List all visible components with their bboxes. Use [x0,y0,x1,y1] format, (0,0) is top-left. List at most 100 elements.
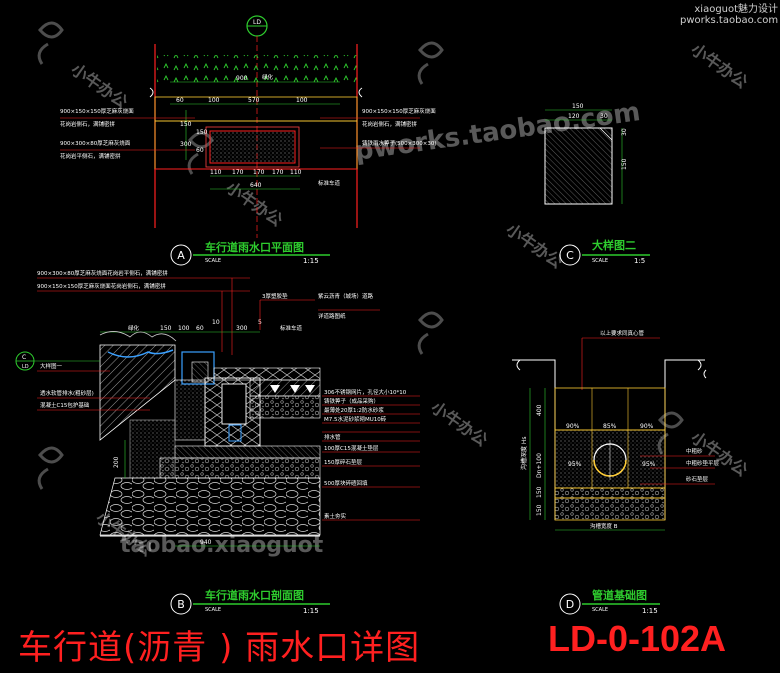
shop-watermark: xiaoguot魅力设计 pworks.taobao.com [680,4,778,26]
watermark-cn-2: 小牛办公 [688,40,751,92]
drawing-code: LD-0-102A [548,618,727,659]
detail-d-scale-label: SCALE [592,607,608,613]
detail-d-pct-3: 90% [640,423,654,430]
watermark-cn-4: 小牛办公 [428,398,491,450]
plan-a-dim-b2: 170 [232,169,244,176]
section-b-note-r12: 素土夯实 [324,512,347,520]
plan-a-note-left-2: 花岗岩侧石，满铺密拼 [60,120,116,128]
detail-c-title: 大样图二 [592,238,636,252]
plan-a-note-left-1: 900×150×150厚芝麻灰烧面 [60,107,134,115]
detail-d-letter: D [566,598,574,611]
plan-a-dim-100a: 100 [208,97,220,104]
section-b-note-r1: 3厚塑胶垫 [262,292,288,300]
plan-a-dim-side-300: 300 [180,141,192,148]
detail-c-dim-30: 30 [600,113,608,120]
section-b-note-r10: 150厚碎石垫层 [324,458,362,466]
section-b-note-r6: 最薄处20厚1:2防水砂浆 [324,406,384,414]
plan-a-scale-label: SCALE [205,258,221,264]
section-b-note-r8: 排水管 [324,433,341,441]
section-b-left-note-3: 混凝土C15包护基础 [40,401,90,409]
watermark-url2: taobao.xiaoguot [120,533,324,558]
section-b-dim-100: 100 [178,325,190,332]
shop-watermark-line2: pworks.taobao.com [680,15,779,26]
detail-d-dim-150a: 150 [536,486,543,498]
detail-d-top-note: 以上要求同真心管 [600,329,645,337]
detail-c-dim-150: 150 [572,103,584,110]
section-b-letter: B [177,598,185,611]
detail-c-letter: C [566,249,574,262]
detail-c-dim-side2: 30 [621,128,628,136]
plan-a-note-right-2: 花岗岩侧石，满铺密拼 [362,120,418,128]
detail-d-dim-left2: Dn+100 [536,453,543,478]
plan-a-dim-100b: 100 [296,97,308,104]
plan-a: LD 900 绿化 60 100 570 100 150 300 150 60 … [60,15,437,266]
section-b-note-r4: 306不锈钢网片，孔径大小10*10 [324,388,407,396]
plan-a-dim-60: 60 [176,97,184,104]
detail-c-scale-label: SCALE [592,258,608,264]
plan-a-dim-640: 640 [250,182,262,189]
section-b-title: 车行道雨水口剖面图 [205,588,304,602]
north-marker-label: LD [253,19,261,26]
section-b-top-note-1: 900×300×80厚芝麻灰烧面花岗岩平侧石，满铺密拼 [37,269,168,277]
detail-d-pct-1: 90% [566,423,580,430]
detail-c-dim-side: 150 [621,158,628,170]
section-b-note-r2: 紫云沥青（城场）道路 [318,292,374,300]
section-b-callout-sub: LD [22,364,29,370]
detail-d-note-1: 中粗砂 [686,447,703,455]
plan-a-note-road: 标准车道 [318,179,341,187]
detail-d-dim-150b: 150 [536,504,543,516]
plan-a-note-right-3: 铸铁雨水箅子(500×300×30) [362,139,437,147]
plan-a-note-green: 绿化 [262,73,274,81]
watermark-cn-3: 小牛办公 [503,220,566,272]
detail-d-dim-bottom: 沟槽宽度 B [590,522,618,530]
detail-d: 以上要求同真心管 90% 85% 90% 95% 95% 沟槽深度 Hs Dn+… [512,329,720,615]
watermark-cn-1: 小牛办公 [68,60,131,112]
section-b-note-r7: M7.5水泥砂浆砌MU10砖 [324,415,387,423]
detail-c-dim-120: 120 [568,113,580,120]
plan-a-dim-b4: 170 [272,169,284,176]
section-b-note-r9: 100厚C15混凝土垫层 [324,444,379,452]
detail-d-note-3: 砂石垫层 [686,475,709,483]
shop-watermark-line1: xiaoguot魅力设计 [694,4,779,15]
plan-a-dim-b1: 110 [210,169,222,176]
plan-a-dim-side-150: 150 [180,121,192,128]
plan-a-dim-570: 570 [248,97,260,104]
detail-d-title: 管道基础图 [592,588,647,602]
section-b-dim-10: 10 [212,319,220,326]
section-b-dim-60: 60 [196,325,204,332]
detail-d-pct-5: 95% [642,461,656,468]
section-b-note-r5: 铸铁箅子（成品采购） [324,397,379,405]
section-b-callout: C [22,354,26,361]
detail-d-dim-400: 400 [536,404,543,416]
plan-a-title: 车行道雨水口平面图 [205,240,304,254]
detail-d-pct-2: 85% [603,423,617,430]
plan-a-dim-b5: 110 [290,169,302,176]
detail-d-pct-4: 95% [568,461,582,468]
plan-a-dim-side-60: 60 [196,147,204,154]
drawing-title: 车行道(沥青 ) 雨水口详图 [18,628,421,668]
plan-a-dim-900: 900 [236,75,248,82]
section-b-dim-300: 300 [236,325,248,332]
section-b-dim-green: 绿化 [128,324,140,332]
plan-a-note-left-4: 花岗岩平侧石，满铺密拼 [60,152,121,160]
plan-a-note-left-3: 900×300×80厚芝麻灰烧面 [60,139,131,147]
section-b-dim-bottom: 940 [200,539,212,546]
section-b-note-r11: 500厚块碎碴回填 [324,479,368,487]
detail-c-scale: 1:5 [634,257,645,265]
section-b-scale-label: SCALE [205,607,221,613]
section-b-top-note-2: 900×150×150厚芝麻灰烧面花岗岩侧石，满铺密拼 [37,282,166,290]
detail-d-dim-left1: 沟槽深度 Hs [520,436,528,470]
section-b-note-standard-lane: 标准车道 [280,324,303,332]
section-b-left-note-2: 透水软管排水(粗砂层) [40,389,94,397]
section-b-note-r3: 详道路图纸 [318,312,346,320]
section-b-left-note-1: 大样图一 [40,362,63,370]
plan-a-note-right-1: 900×150×150厚芝麻灰烧面 [362,107,436,115]
detail-d-scale: 1:15 [642,607,658,615]
detail-c: 150 120 30 150 30 C 大样图二 SCALE 1:5 [544,103,650,266]
plan-a-dim-side-150b: 150 [196,129,208,136]
section-b-dim-150: 150 [160,325,172,332]
plan-a-scale: 1:15 [303,257,319,265]
section-b: 900×300×80厚芝麻灰烧面花岗岩平侧石，满铺密拼 900×150×150厚… [15,269,420,615]
plan-a-letter: A [177,249,185,262]
